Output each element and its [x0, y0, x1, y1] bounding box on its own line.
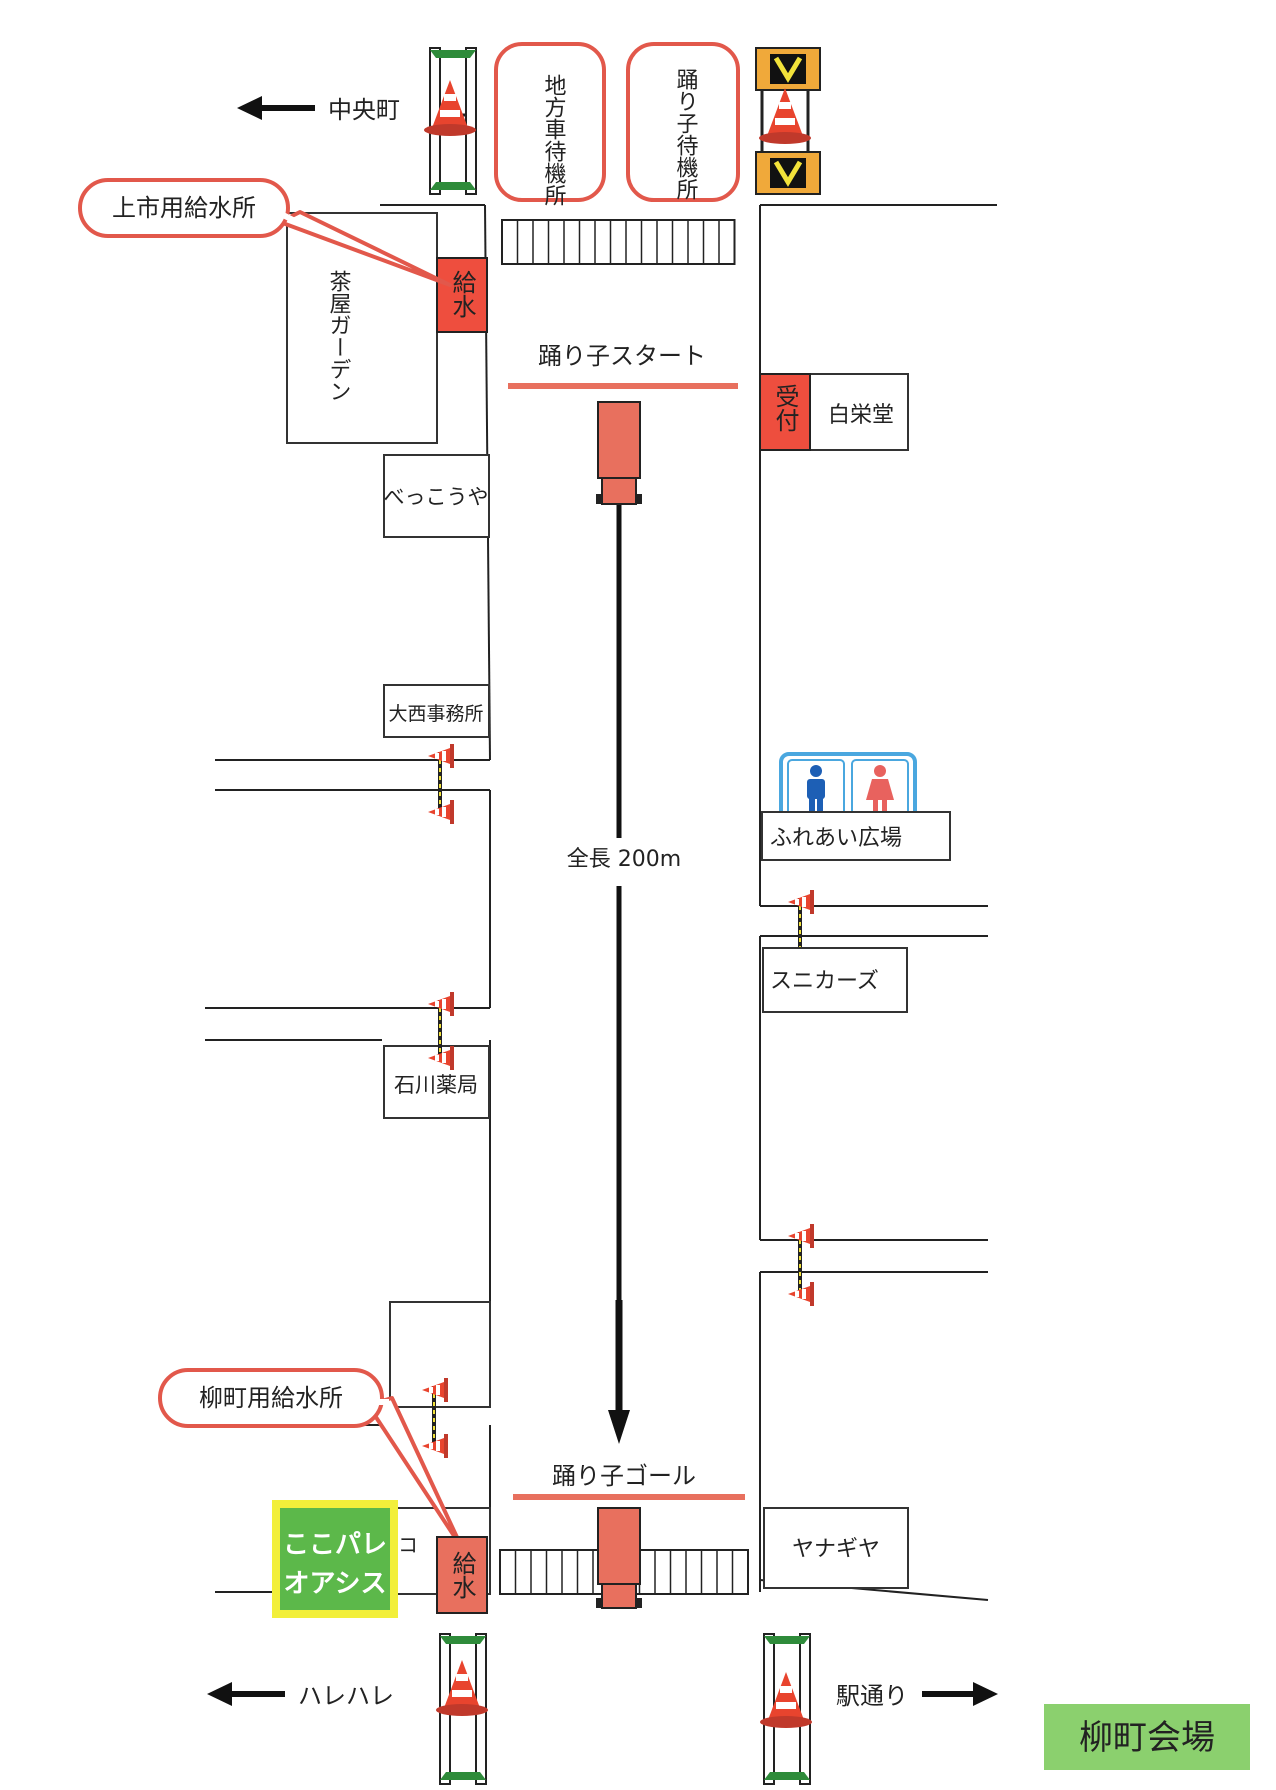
shop-garden: 茶屋ガーデン	[326, 270, 352, 402]
barricade-icon	[428, 744, 454, 824]
water-station-bottom-text: 給水	[448, 1551, 476, 1599]
traffic-cone-icon	[759, 88, 811, 144]
shop-ko: コ	[398, 1533, 418, 1557]
oasis-line1: ここパレ	[283, 1530, 387, 1560]
regional-waiting-area	[494, 42, 606, 202]
shop-bekkouya: べっこうや	[384, 485, 489, 509]
direction-chuo: 中央町	[328, 96, 400, 124]
direction-harehare: ハレハレ	[298, 1682, 394, 1710]
callout-yanagimachi	[158, 1368, 464, 1550]
barricade-icon	[755, 47, 821, 195]
reception-booth	[759, 373, 811, 451]
building-fureai	[761, 811, 951, 861]
oasis-line2: オアシス	[284, 1569, 387, 1599]
shop-onishi: 大西事務所	[388, 703, 483, 725]
reception-text: 受付	[771, 384, 799, 432]
dancer-waiting-area	[626, 42, 740, 202]
toilet-female-icon	[866, 765, 894, 814]
callout-kamiichi	[78, 178, 452, 287]
water-station-top	[436, 257, 488, 333]
shop-yanagiya: ヤナギヤ	[792, 1537, 880, 1562]
float-truck-icon	[596, 1507, 642, 1609]
dancer-waiting-label: 踊り子待機所	[673, 68, 699, 200]
barricade-icon	[428, 992, 454, 1070]
arrow-right-icon	[922, 1682, 998, 1706]
shop-sneakers: スニカーズ	[770, 969, 879, 994]
crosswalk-top	[501, 219, 736, 265]
arrow-down-icon	[608, 1410, 630, 1444]
route-length: 全長 200m	[567, 847, 681, 872]
arrow-left-icon	[237, 96, 315, 120]
building-onishi	[383, 684, 490, 738]
building-ishikawa	[383, 1045, 490, 1119]
shop-fureai: ふれあい広場	[770, 826, 902, 851]
shop-ishikawa: 石川薬局	[394, 1073, 478, 1097]
float-truck-icon	[596, 401, 642, 505]
shop-hakueido: 白栄堂	[828, 403, 894, 428]
water-station-top-text: 給水	[448, 270, 476, 318]
route-start-label: 踊り子スタート	[538, 342, 706, 370]
direction-station: 駅通り	[836, 1682, 908, 1710]
label-kamiichi: 上市用給水所	[112, 194, 256, 222]
building-bekkouya	[383, 454, 490, 538]
venue-title: 柳町会場	[1079, 1718, 1215, 1758]
arrow-left-icon	[207, 1682, 285, 1706]
oasis-sign	[272, 1500, 398, 1618]
barricade-icon	[788, 1224, 814, 1306]
water-station-bottom	[436, 1536, 488, 1614]
building-sneakers	[762, 947, 908, 1013]
building-yanagiya	[763, 1507, 909, 1589]
label-yanagimachi: 柳町用給水所	[199, 1384, 343, 1412]
barricade-icon	[422, 1378, 448, 1458]
venue-label-box	[1044, 1704, 1250, 1770]
route-goal-label: 踊り子ゴール	[552, 1462, 696, 1490]
toilet-male-icon	[807, 765, 825, 814]
regional-waiting-label: 地方車待機所	[541, 74, 567, 206]
